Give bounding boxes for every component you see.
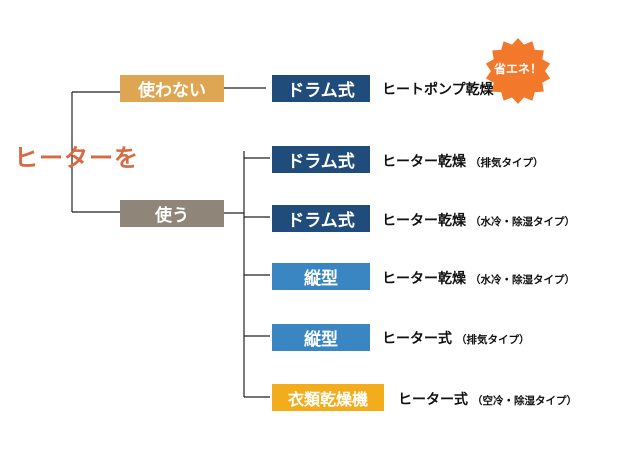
item-2-main: ヒーター乾燥 [382,154,466,170]
item-5-main: ヒーター式 [382,331,452,347]
item-2-description: ヒーター乾燥 （排気タイプ） [382,151,544,171]
item-4-sub: （水冷・除湿タイプ） [470,274,575,286]
item-1-tag: ドラム式 [272,75,370,102]
item-5-description: ヒーター式 （排気タイプ） [382,328,530,348]
item-6-description: ヒーター式 （空冷・除湿タイプ） [398,389,577,409]
item-1-main: ヒートポンプ乾燥 [382,82,494,98]
energy-saving-badge-icon [485,38,551,104]
item-2-sub: （排気タイプ） [470,157,544,169]
item-3-sub: （水冷・除湿タイプ） [470,216,575,228]
item-5-tag: 縦型 [272,324,370,351]
item-1-description: ヒートポンプ乾燥 [382,79,494,99]
branch-no-use: 使わない [120,75,224,102]
item-4-main: ヒーター乾燥 [382,271,466,287]
item-3-tag: ドラム式 [272,205,370,232]
item-2-tag: ドラム式 [272,146,370,173]
energy-saving-badge-label: 省エネ！ [493,62,542,76]
item-5-sub: （排気タイプ） [456,334,530,346]
item-6-tag: 衣類乾燥機 [272,384,384,411]
item-6-sub: （空冷・除湿タイプ） [472,395,577,407]
root-label: ヒーターを [14,144,139,172]
item-4-tag: 縦型 [272,263,370,290]
branch-use: 使う [120,200,224,227]
item-6-main: ヒーター式 [398,392,468,408]
item-4-description: ヒーター乾燥 （水冷・除湿タイプ） [382,268,575,288]
item-3-description: ヒーター乾燥 （水冷・除湿タイプ） [382,210,575,230]
item-3-main: ヒーター乾燥 [382,213,466,229]
